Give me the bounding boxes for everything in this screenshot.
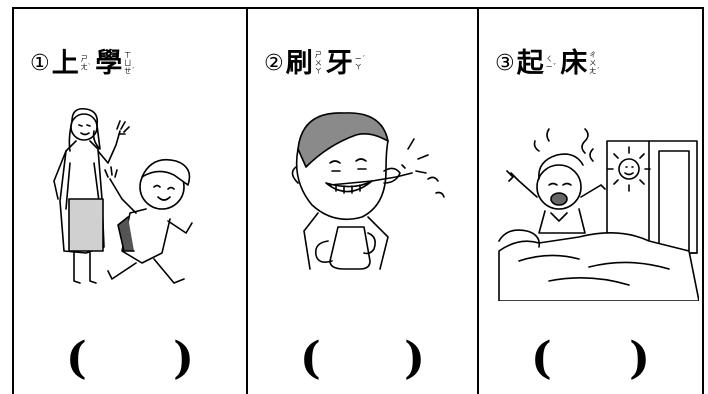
panel-3-title: ③ 起 ㄑㄧˇ 床 ㄔㄨㄤˊ: [495, 43, 604, 83]
zhuyin: ㄕㄤ`: [80, 55, 92, 71]
mother-and-child-illustration: [53, 107, 193, 284]
left-paren: (: [531, 332, 552, 384]
brushing-teeth-illustration: [291, 112, 445, 270]
right-paren: ): [173, 332, 194, 384]
vocab-char: 床: [560, 47, 588, 79]
item-number: ①: [30, 50, 50, 76]
vocab-char: 起: [516, 47, 544, 79]
vocab-char: 刷: [285, 47, 313, 79]
right-paren: ): [404, 332, 425, 384]
left-paren: (: [66, 332, 87, 384]
waking-up-illustration: [498, 128, 699, 301]
item-number: ③: [495, 50, 515, 76]
vocab-char: 上: [51, 47, 79, 79]
panel-1: ① 上 ㄕㄤ` 學 ㄒㄩㄝˊ: [14, 9, 246, 394]
item-number: ②: [264, 50, 284, 76]
vocab-char: 牙: [325, 47, 353, 79]
answer-blank[interactable]: ( ): [248, 332, 477, 384]
zhuyin: ㄕㄨㄚ: [314, 51, 322, 75]
answer-blank[interactable]: ( ): [479, 332, 702, 384]
answer-blank[interactable]: ( ): [14, 332, 246, 384]
panel-1-title: ① 上 ㄕㄤ` 學 ㄒㄩㄝˊ: [30, 43, 139, 83]
zhuyin: ㄔㄨㄤˊ: [589, 51, 600, 75]
zhuyin: ㄒㄩㄝˊ: [124, 51, 135, 75]
left-paren: (: [300, 332, 321, 384]
zhuyin: ㄑㄧˇ: [545, 55, 557, 71]
right-paren: ): [629, 332, 650, 384]
panel-3: ③ 起 ㄑㄧˇ 床 ㄔㄨㄤˊ: [477, 9, 702, 394]
worksheet: ① 上 ㄕㄤ` 學 ㄒㄩㄝˊ: [12, 7, 704, 394]
vocab-char: 學: [95, 47, 123, 79]
